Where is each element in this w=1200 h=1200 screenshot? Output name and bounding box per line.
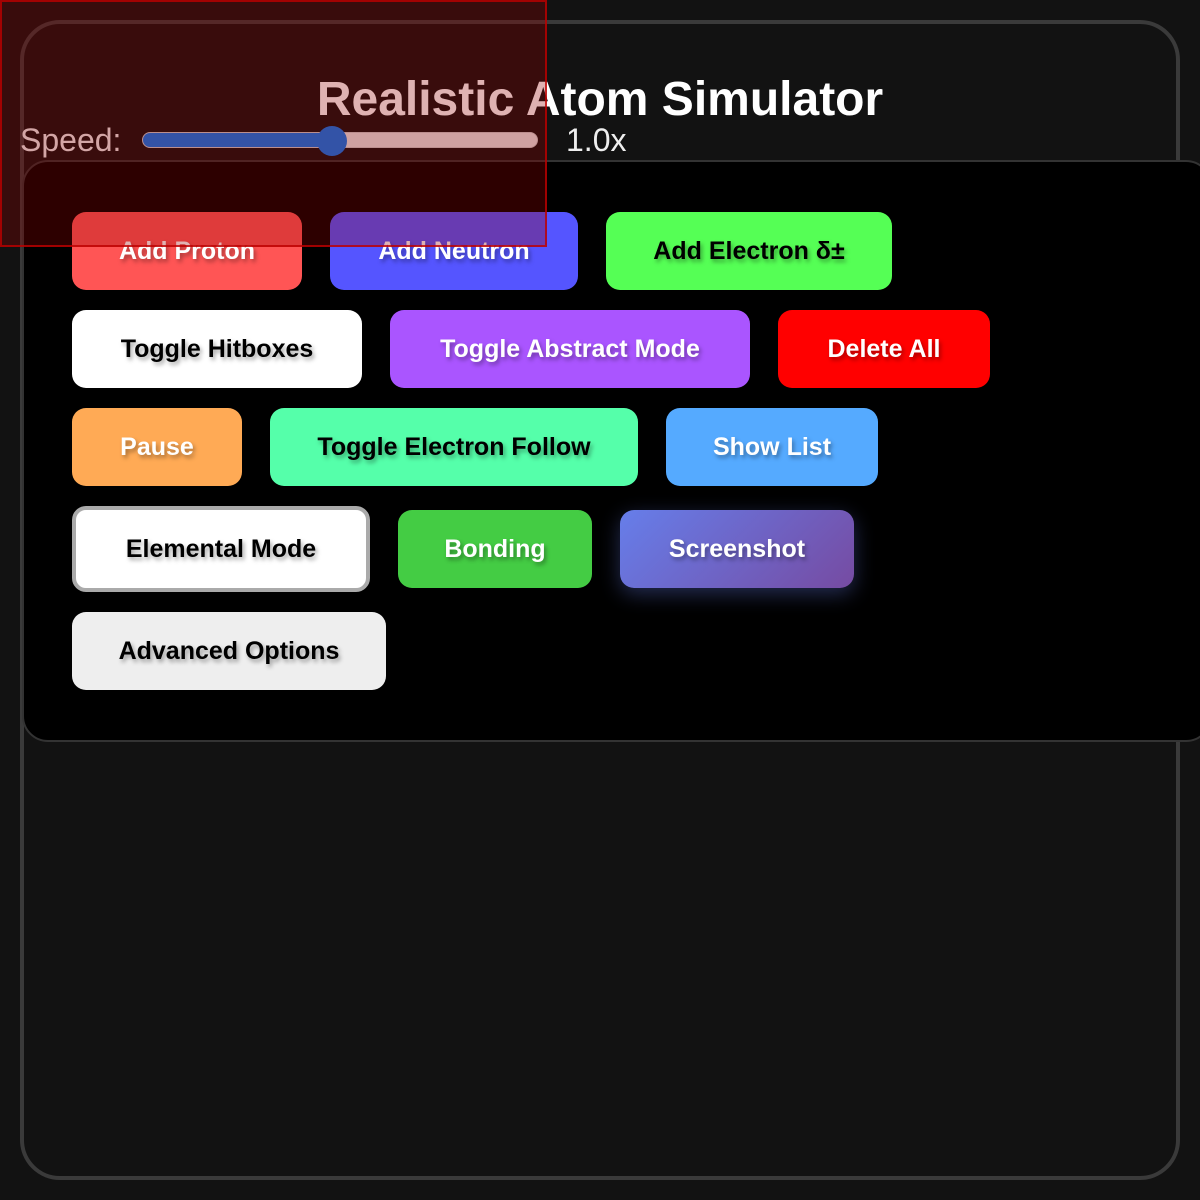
toggle-abstract-mode-button[interactable]: Toggle Abstract Mode [390, 310, 750, 388]
speed-slider-fill [143, 133, 333, 147]
show-list-button[interactable]: Show List [666, 408, 878, 486]
delete-all-button[interactable]: Delete All [778, 310, 990, 388]
pause-button[interactable]: Pause [72, 408, 242, 486]
add-neutron-button[interactable]: Add Neutron [330, 212, 578, 290]
speed-value: 1.0x [566, 122, 627, 158]
add-electron-button[interactable]: Add Electron δ± [606, 212, 892, 290]
speed-label: Speed: [20, 122, 122, 158]
speed-slider[interactable] [142, 126, 538, 156]
toggle-electron-follow-button[interactable]: Toggle Electron Follow [270, 408, 638, 486]
speed-slider-thumb[interactable] [317, 126, 348, 156]
page-title: Realistic Atom Simulator [316, 73, 884, 126]
toggle-hitboxes-button[interactable]: Toggle Hitboxes [72, 310, 362, 388]
advanced-options-button[interactable]: Advanced Options [72, 612, 386, 690]
screenshot-button[interactable]: Screenshot [620, 510, 854, 588]
bonding-button[interactable]: Bonding [398, 510, 592, 588]
control-panel: Add Proton Add Neutron Add Electron δ± T… [22, 160, 1200, 742]
elemental-mode-button[interactable]: Elemental Mode [72, 506, 370, 592]
add-proton-button[interactable]: Add Proton [72, 212, 302, 290]
